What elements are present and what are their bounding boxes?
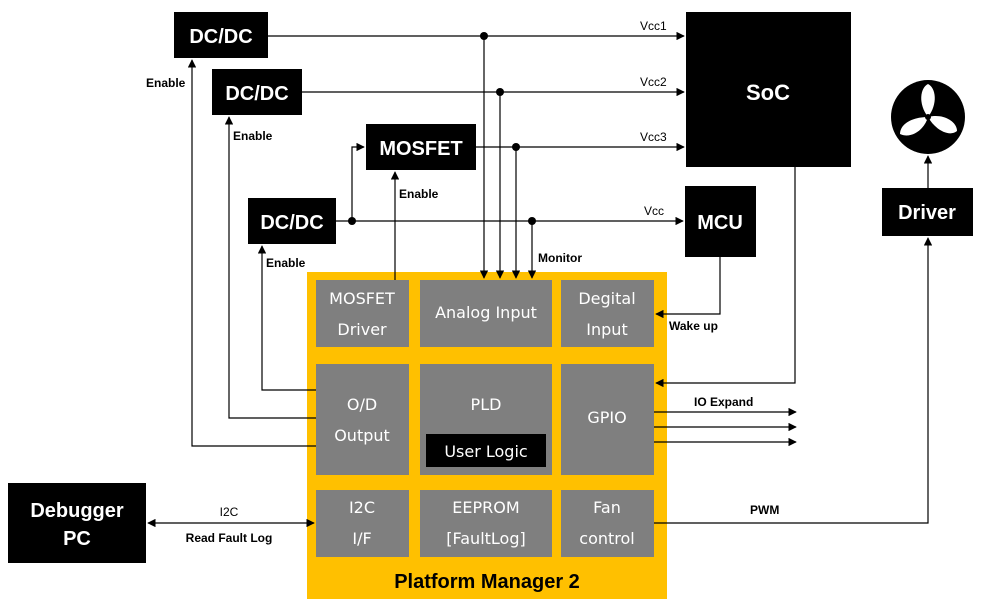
enable-wires: [187, 59, 400, 447]
junction-dots: [348, 32, 536, 225]
soc-label: SoC: [746, 80, 790, 105]
io-expand-label: IO Expand: [694, 395, 753, 409]
power-wires: [268, 31, 685, 279]
mosfet-label: MOSFET: [379, 138, 462, 160]
mosfet-driver-label-1: MOSFET: [329, 289, 395, 308]
platform-manager-title: Platform Manager 2: [394, 571, 580, 593]
analog-input-block: Analog Input: [420, 280, 552, 347]
mcu-block: MCU: [685, 186, 756, 257]
soc-block: SoC: [686, 12, 851, 167]
user-logic-label: User Logic: [444, 442, 527, 461]
od-output-label-1: O/D: [347, 395, 377, 414]
pld-block: PLD User Logic: [420, 364, 552, 475]
eeprom-label-1: EEPROM: [452, 498, 519, 517]
i2c-if-label-2: I/F: [352, 529, 371, 548]
eeprom-label-2: [FaultLog]: [446, 529, 525, 548]
enable-label-3: Enable: [399, 187, 439, 201]
digital-input-block: Degital Input: [561, 280, 654, 347]
dcdc-1-block: DC/DC: [174, 12, 268, 58]
enable-label-1: Enable: [146, 76, 186, 90]
fan-control-label-2: control: [579, 529, 634, 548]
dcdc-1-label: DC/DC: [189, 26, 252, 48]
io-wires: [147, 155, 933, 528]
i2c-if-block: I2C I/F: [316, 490, 409, 557]
gpio-block: GPIO: [561, 364, 654, 475]
dcdc-3-block: DC/DC: [248, 198, 336, 244]
mosfet-block: MOSFET: [366, 124, 476, 170]
pwm-label: PWM: [750, 503, 779, 517]
fan-icon: [891, 80, 965, 154]
pc-label: PC: [63, 528, 91, 550]
debugger-label: Debugger: [30, 500, 124, 522]
driver-block: Driver: [882, 188, 973, 236]
mosfet-driver-label-2: Driver: [337, 320, 387, 339]
i2c-if-label-1: I2C: [349, 498, 375, 517]
vcc3-label: Vcc3: [640, 130, 667, 144]
gpio-label: GPIO: [587, 408, 626, 427]
user-logic-block: [426, 434, 546, 467]
fan-control-block: Fan control: [561, 490, 654, 557]
od-output-block: O/D Output: [316, 364, 409, 475]
digital-input-label-2: Input: [586, 320, 627, 339]
mcu-label: MCU: [697, 212, 743, 234]
analog-input-label: Analog Input: [435, 303, 537, 322]
pld-label: PLD: [471, 395, 502, 414]
od-output-label-2: Output: [334, 426, 390, 445]
digital-input-label-1: Degital: [578, 289, 635, 308]
vcc2-label: Vcc2: [640, 75, 667, 89]
vcc-label: Vcc: [644, 204, 664, 218]
monitor-label: Monitor: [538, 251, 582, 265]
vcc1-label: Vcc1: [640, 19, 667, 33]
i2c-label: I2C: [220, 505, 239, 519]
debugger-pc-block: Debugger PC: [8, 483, 146, 563]
dcdc-2-block: DC/DC: [212, 69, 302, 115]
mosfet-driver-block: MOSFET Driver: [316, 280, 409, 347]
read-fault-log-label: Read Fault Log: [186, 531, 273, 545]
wake-up-label: Wake up: [669, 319, 718, 333]
driver-label: Driver: [898, 202, 956, 224]
dcdc-2-label: DC/DC: [225, 83, 288, 105]
eeprom-block: EEPROM [FaultLog]: [420, 490, 552, 557]
enable-label-2: Enable: [233, 129, 273, 143]
dcdc-3-label: DC/DC: [260, 212, 323, 234]
enable-label-4: Enable: [266, 256, 306, 270]
fan-control-label-1: Fan: [593, 498, 621, 517]
